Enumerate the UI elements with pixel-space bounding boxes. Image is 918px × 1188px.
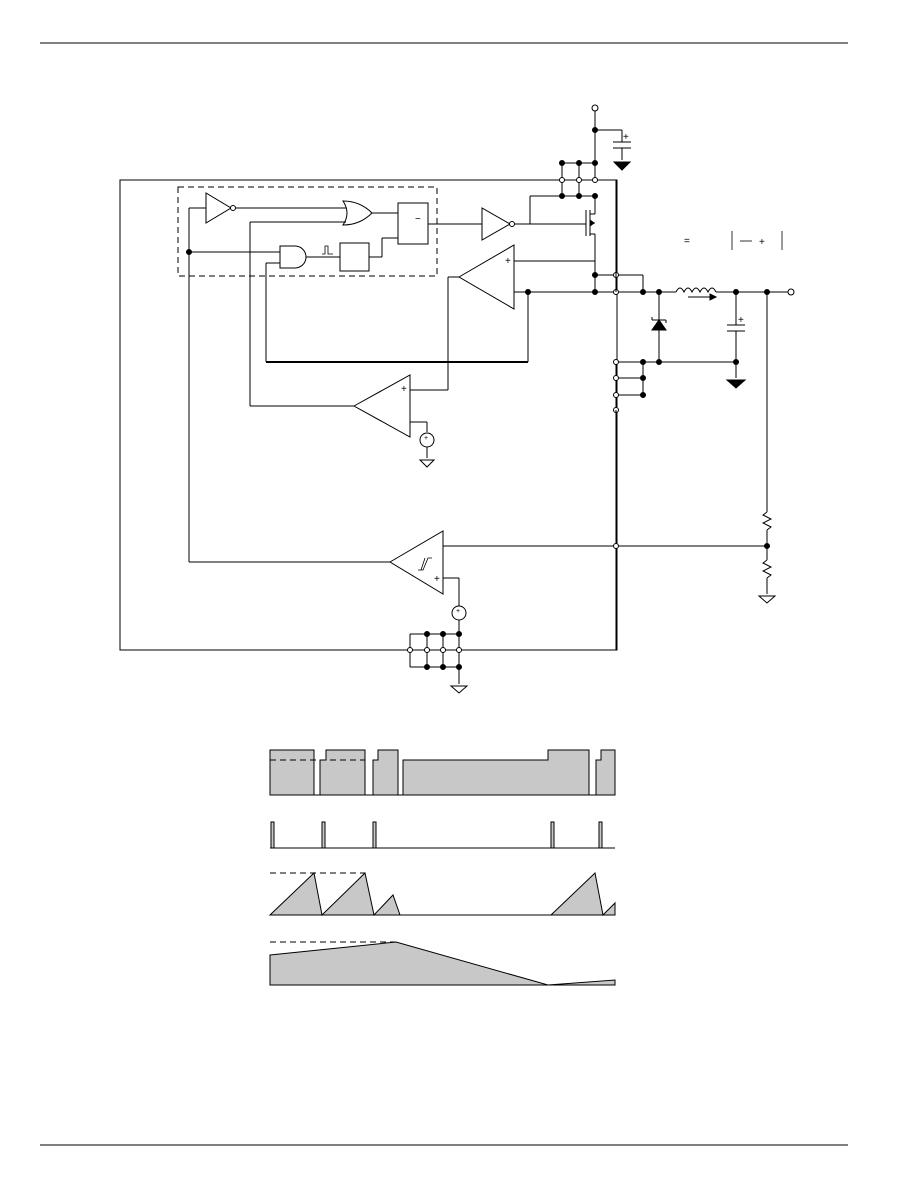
ic-boundary — [119, 179, 618, 651]
svg-text:+: + — [505, 256, 511, 267]
timing-diagram — [268, 749, 616, 986]
gnd-pin-cluster — [407, 631, 469, 694]
one-shot-block — [339, 242, 370, 272]
ground-symbol — [757, 595, 777, 604]
output-voltage-equation — [731, 231, 783, 250]
vin-pin-cluster — [559, 160, 598, 199]
peak-comparator: + + — [250, 374, 448, 468]
svg-text:+: + — [738, 315, 744, 326]
logic-block-boundary — [177, 186, 438, 277]
pmos-switch — [528, 196, 596, 275]
svg-text:+: + — [456, 608, 460, 615]
resistor-top — [761, 511, 773, 531]
equation-equals: = — [684, 236, 690, 247]
vout-terminal — [787, 288, 795, 296]
output-capacitor: + — [725, 292, 747, 389]
switch-pins — [528, 272, 676, 295]
feedback-divider — [443, 292, 777, 604]
input-supply: + — [591, 104, 632, 180]
equation-plus: + — [759, 237, 765, 248]
waveform-inductor-current — [268, 872, 616, 917]
schematic: + — [119, 104, 795, 694]
and-gate — [189, 237, 398, 362]
output-inductor — [675, 287, 717, 294]
current-sense-amplifier: + — [447, 244, 595, 390]
latch-pin-mark: − — [415, 214, 421, 225]
waveform-output-voltage — [269, 941, 616, 986]
cap-plus-mark: + — [623, 132, 629, 143]
ground-symbol — [418, 459, 436, 468]
ground-symbol — [449, 685, 469, 694]
vin-terminal — [591, 104, 599, 112]
svg-text:+: + — [401, 384, 407, 395]
schottky-diode — [651, 292, 667, 362]
ground-symbol — [612, 161, 632, 171]
sr-latch — [397, 202, 429, 245]
pgnd-pin-cluster — [613, 359, 646, 413]
inverter-gate — [189, 192, 346, 224]
gate-driver — [428, 195, 562, 241]
ground-symbol — [725, 379, 747, 389]
pulse-symbol — [322, 245, 333, 255]
resistor-bottom — [761, 559, 773, 579]
or-gate — [342, 200, 373, 226]
svg-text:+: + — [434, 574, 440, 585]
waveform-pulses — [270, 821, 615, 849]
hysteresis-symbol — [418, 557, 432, 571]
svg-text:+: + — [424, 435, 428, 442]
waveform-switch-node — [269, 749, 616, 796]
